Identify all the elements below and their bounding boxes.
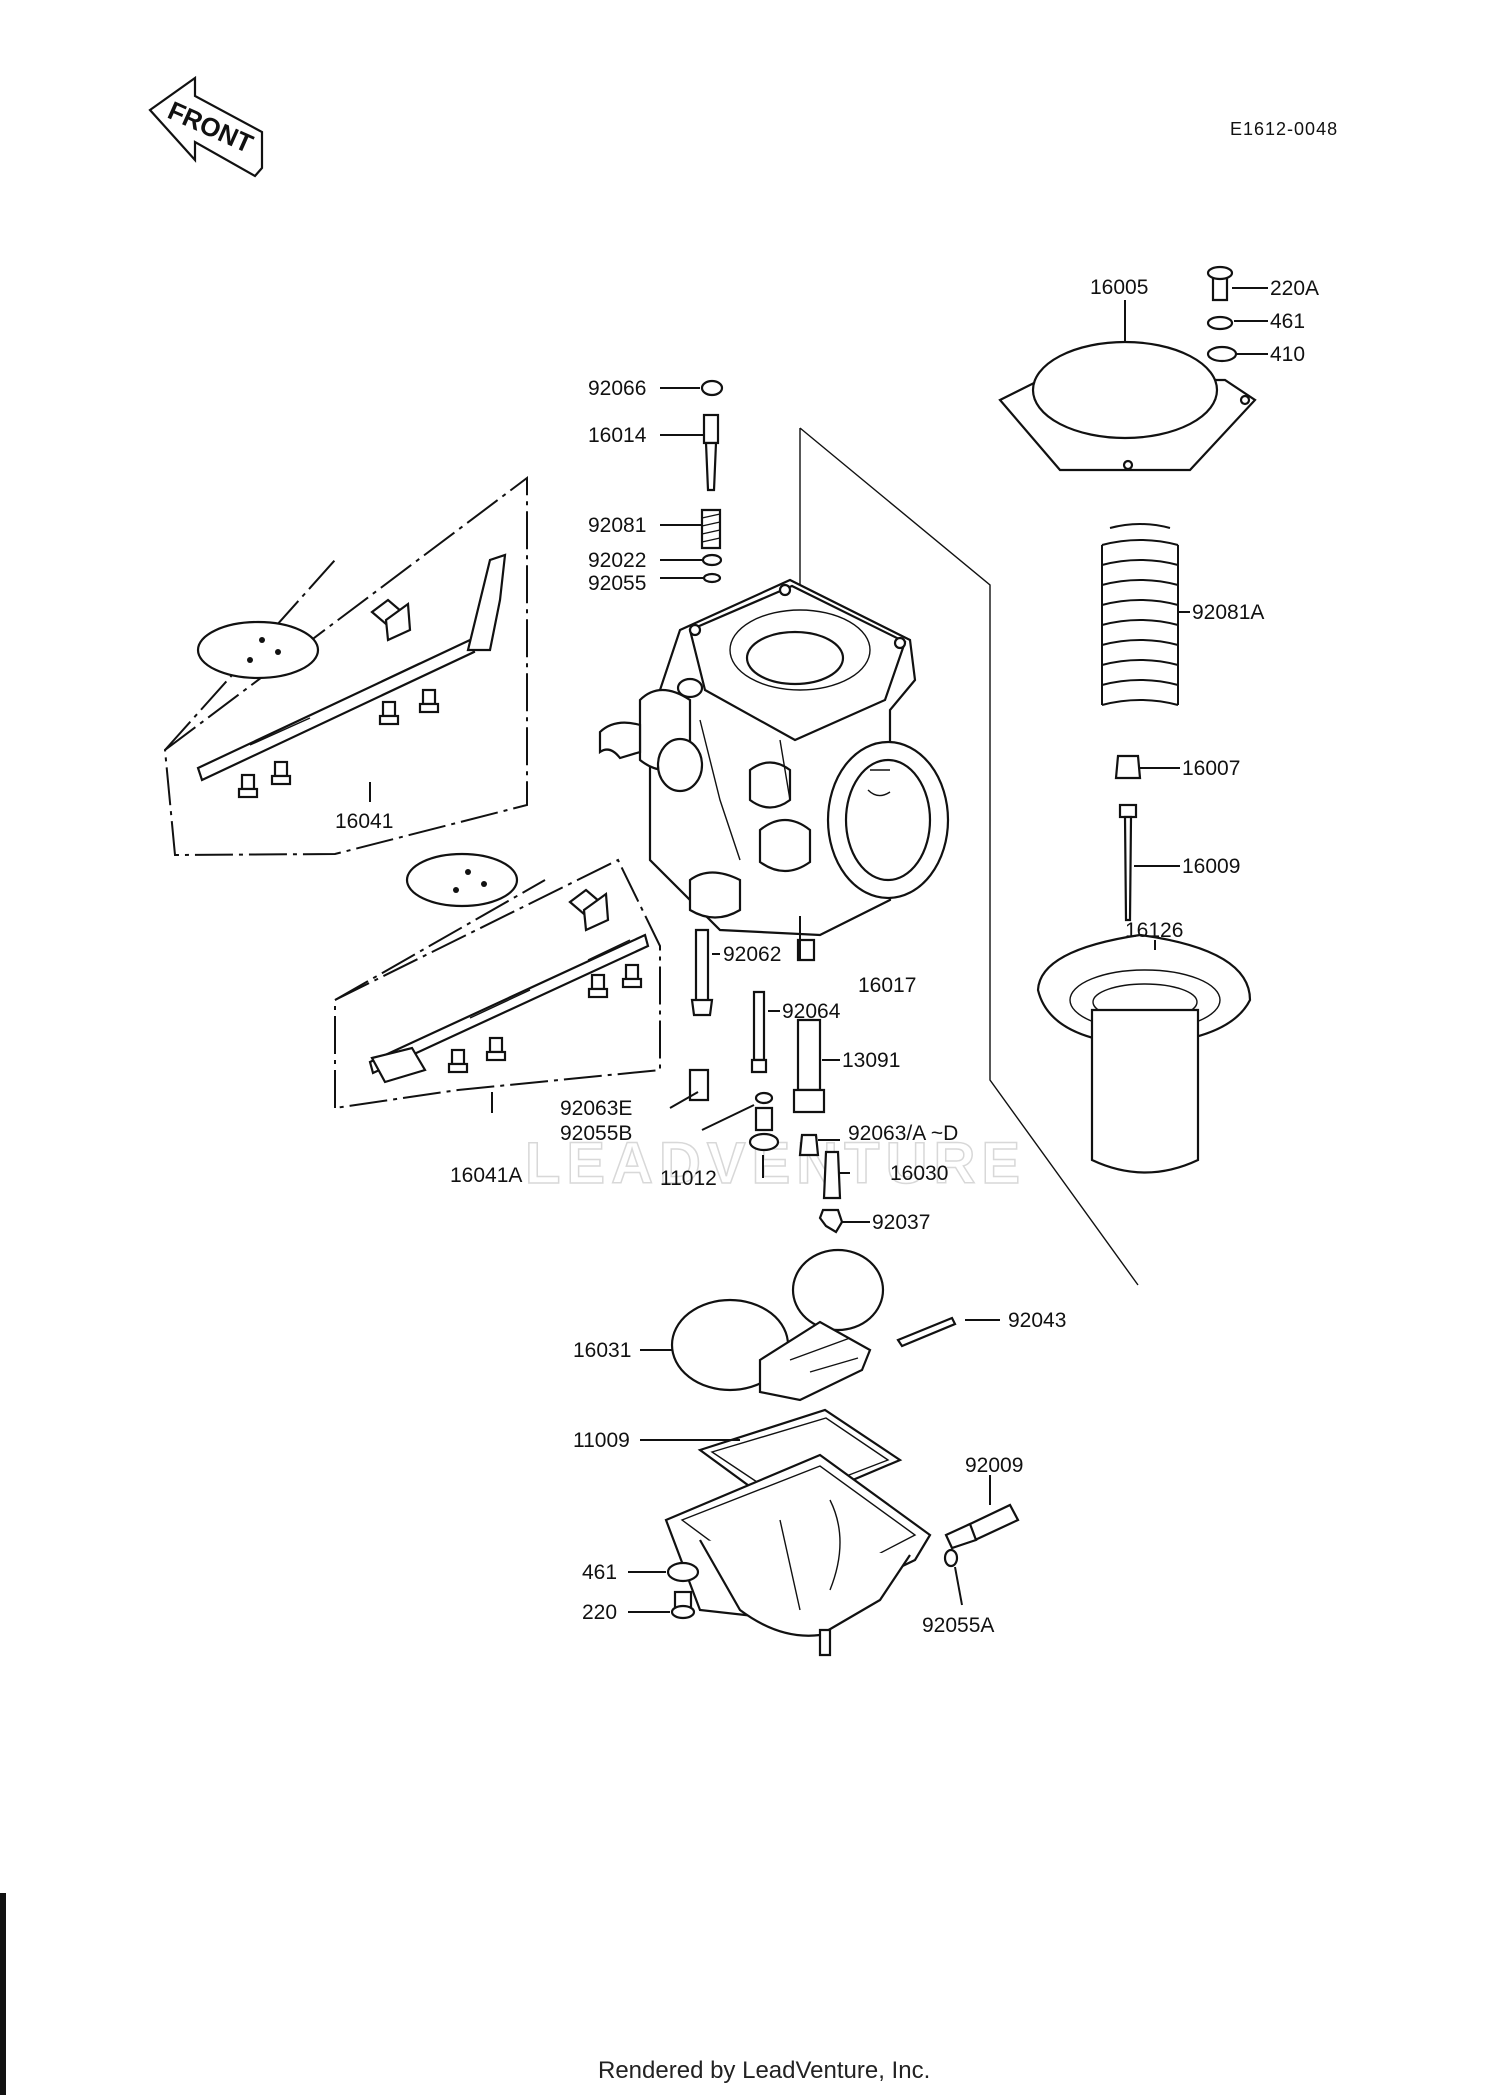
- label-92081: 92081: [588, 514, 646, 537]
- label-92062: 92062: [723, 943, 781, 966]
- float-bowl: [664, 1408, 1020, 1657]
- label-92081a: 92081A: [1192, 601, 1264, 624]
- label-92063e: 92063E: [560, 1097, 632, 1120]
- label-220a: 220A: [1270, 277, 1319, 300]
- label-461-bottom: 461: [582, 1561, 617, 1584]
- label-11012: 11012: [660, 1167, 717, 1190]
- label-92066: 92066: [588, 377, 646, 400]
- label-16041: 16041: [335, 810, 393, 833]
- label-461-top: 461: [1270, 310, 1305, 333]
- label-16031: 16031: [573, 1339, 631, 1362]
- needle-stack: [700, 379, 724, 584]
- kit-16041a: [334, 852, 661, 1110]
- label-11009: 11009: [573, 1429, 630, 1452]
- kit-16041: [163, 475, 528, 857]
- label-92055: 92055: [588, 572, 646, 595]
- label-16014: 16014: [588, 424, 647, 447]
- label-16009: 16009: [1182, 855, 1240, 878]
- front-arrow-icon: FRONT: [148, 75, 264, 178]
- label-16017: 16017: [858, 974, 916, 997]
- carburetor-body: [598, 578, 950, 937]
- label-16126: 16126: [1125, 919, 1183, 942]
- float-16031: [670, 1248, 957, 1402]
- label-92037: 92037: [872, 1211, 930, 1234]
- needle-16009: [1114, 754, 1142, 922]
- leader-lines: [369, 287, 1268, 1613]
- spring-92081a: [1101, 523, 1179, 706]
- label-92043: 92043: [1008, 1309, 1066, 1332]
- label-16007: 16007: [1182, 757, 1240, 780]
- label-92055b: 92055B: [560, 1122, 632, 1145]
- label-16030: 16030: [890, 1162, 948, 1185]
- part-labels: 92066 16014 92081 92022 92055 16005 220A…: [335, 276, 1319, 1637]
- diaphragm-16126: [1036, 933, 1252, 1174]
- label-92063-a-d: 92063/A ~D: [848, 1122, 958, 1145]
- label-16041a: 16041A: [450, 1164, 522, 1187]
- diagram-code: E1612-0048: [1230, 119, 1338, 139]
- top-cover: [998, 265, 1257, 472]
- label-220: 220: [582, 1601, 617, 1624]
- label-410: 410: [1270, 343, 1305, 366]
- footer-credit: Rendered by LeadVenture, Inc.: [598, 2057, 930, 2084]
- label-13091: 13091: [842, 1049, 900, 1072]
- label-92022: 92022: [588, 549, 646, 572]
- label-92009: 92009: [965, 1454, 1023, 1477]
- edge-bar: [0, 1893, 6, 2095]
- jets: [688, 928, 844, 1234]
- label-92055a: 92055A: [922, 1614, 994, 1637]
- label-16005: 16005: [1090, 276, 1148, 299]
- label-92064: 92064: [782, 1000, 841, 1023]
